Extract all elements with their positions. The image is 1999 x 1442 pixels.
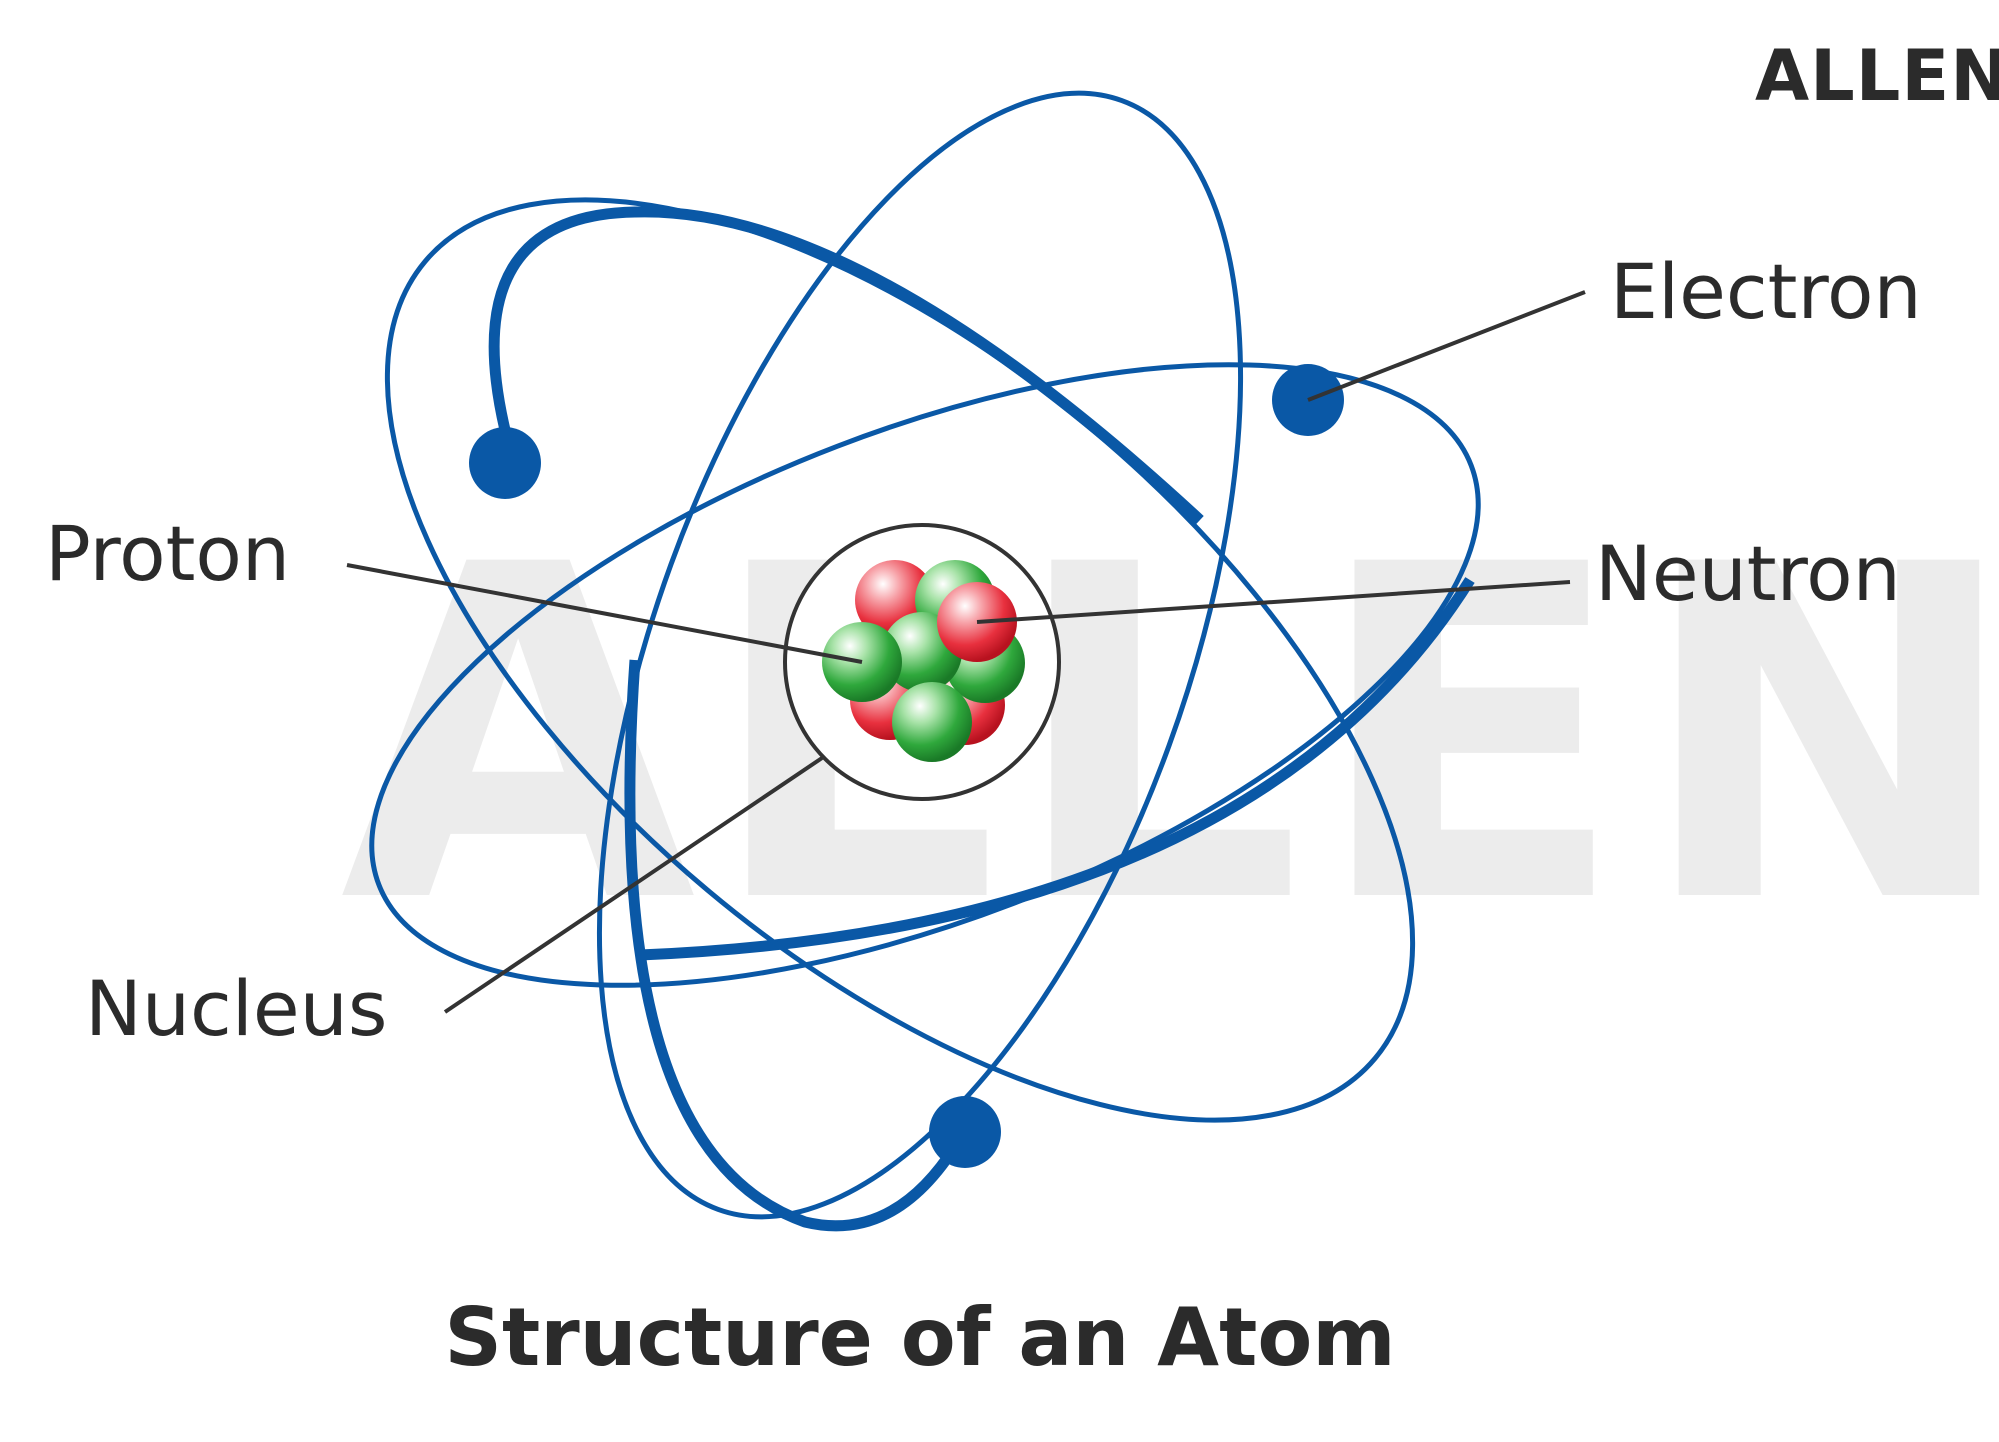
leader-neutron bbox=[976, 580, 1571, 624]
nucleus bbox=[783, 523, 1061, 801]
orbit-horizontal-thick-arc bbox=[639, 577, 1475, 961]
electron-dot-left bbox=[469, 427, 541, 499]
leader-lines bbox=[346, 290, 1586, 1014]
watermark-text: ALLEN bbox=[340, 469, 1999, 1004]
label-neutron: Neutron bbox=[1595, 529, 1901, 618]
orbit-vertical bbox=[596, 90, 1244, 1220]
orbits bbox=[369, 90, 1481, 1232]
diagram-title: Structure of an Atom bbox=[444, 1291, 1395, 1384]
leader-proton bbox=[346, 563, 863, 664]
orbit-vertical-thick-arc bbox=[624, 659, 970, 1232]
leader-electron bbox=[1307, 290, 1586, 402]
leader-nucleus bbox=[443, 756, 824, 1014]
orbit-diagonal-thick-arc bbox=[488, 206, 1204, 525]
label-nucleus: Nucleus bbox=[85, 964, 387, 1053]
neutron-particle bbox=[892, 682, 972, 762]
brand-logo: ALLEN bbox=[1755, 35, 1999, 117]
electron-dot-bottom bbox=[929, 1096, 1001, 1168]
label-proton: Proton bbox=[45, 509, 290, 598]
label-electron: Electron bbox=[1610, 247, 1922, 336]
